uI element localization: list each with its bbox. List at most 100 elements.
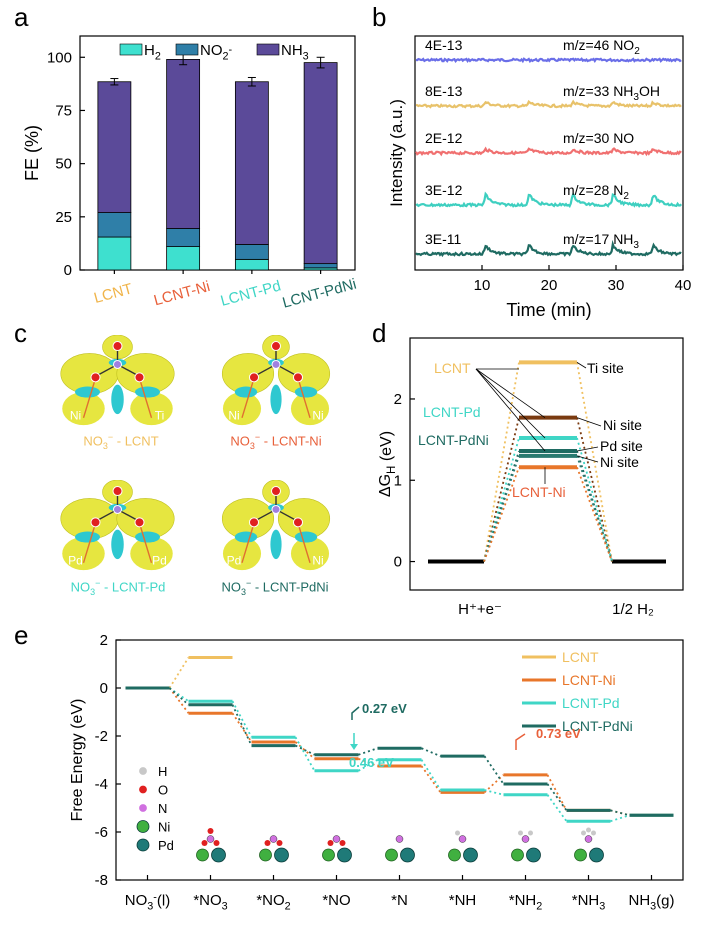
connector bbox=[483, 450, 520, 562]
panel-d-frame bbox=[409, 337, 684, 591]
panel-e-xtick-label: NH3(g) bbox=[628, 892, 674, 913]
oxygen-atom bbox=[293, 372, 303, 383]
legend-swatch-h2 bbox=[119, 43, 143, 56]
connector bbox=[231, 700, 253, 738]
legend-label-lcnt-pd: LCNT-Pd bbox=[562, 695, 620, 711]
panel-d-label-lcnt-ni: LCNT-Ni bbox=[512, 484, 566, 500]
legend-label-lcnt-pdni: LCNT-PdNi bbox=[562, 718, 633, 734]
density-lobe bbox=[62, 537, 105, 571]
panel-e-ytick-label: 0 bbox=[100, 680, 108, 697]
connector bbox=[483, 466, 520, 562]
annotation-0-73-ev: 0.73 eV bbox=[536, 726, 581, 741]
o-atom bbox=[207, 828, 214, 834]
legend-label-lcnt: LCNT bbox=[562, 649, 599, 665]
connector bbox=[546, 783, 568, 811]
atom-legend-n bbox=[139, 804, 147, 812]
legend-label-nh3: NH3 bbox=[281, 42, 309, 63]
ni-atom bbox=[322, 848, 335, 862]
ni-atom bbox=[448, 848, 461, 862]
depletion-lobe bbox=[111, 384, 124, 415]
trace-mz-label: m/z=46 NO2 bbox=[563, 37, 640, 57]
panel-letter-e: e bbox=[14, 620, 29, 650]
panel-d-label-lcnt-pd: LCNT-Pd bbox=[423, 404, 481, 420]
site-label: Pd bbox=[227, 554, 242, 568]
connector bbox=[546, 774, 568, 811]
trace-mz-label: m/z=33 NH3OH bbox=[563, 83, 660, 103]
connector bbox=[484, 789, 504, 796]
h-atom bbox=[528, 830, 533, 836]
connector bbox=[420, 765, 442, 793]
panel-b-xlabel: Time (min) bbox=[506, 300, 591, 320]
connector bbox=[168, 657, 190, 689]
trace-mz-label: m/z=28 N2 bbox=[563, 182, 629, 202]
site-label: Pd bbox=[152, 554, 167, 568]
panel-letter-b: b bbox=[372, 2, 387, 32]
bond bbox=[241, 378, 255, 419]
connector bbox=[576, 455, 613, 562]
panel-a-xtick-label: LCNT-Pd bbox=[219, 277, 283, 309]
bar-h2-lcnt bbox=[97, 236, 132, 271]
nitrogen-atom bbox=[113, 359, 122, 369]
panel-e-xtick-label: *NH2 bbox=[509, 892, 543, 913]
panel-e-ytick-label: -2 bbox=[95, 728, 108, 745]
bond bbox=[297, 523, 311, 564]
h-atom bbox=[591, 830, 596, 836]
caption-lcnt-pdni: NO3− - LCNT-PdNi bbox=[221, 578, 329, 597]
connector bbox=[168, 687, 190, 706]
bar-nh3-lcnt-pdni bbox=[303, 62, 338, 265]
pd-atom bbox=[589, 847, 604, 863]
site-label: Ni bbox=[312, 409, 323, 423]
connector bbox=[610, 814, 630, 823]
panel-b-xtick-label: 40 bbox=[675, 277, 692, 294]
bond bbox=[82, 523, 97, 564]
n-atom bbox=[584, 835, 593, 843]
panel-e-xtick-label: *NH bbox=[449, 892, 477, 909]
o-atom bbox=[213, 840, 220, 846]
bar-no2-lcnt bbox=[97, 212, 132, 238]
connector bbox=[576, 362, 613, 562]
site-label: Pd bbox=[68, 554, 83, 568]
panel-d-label-ni-site-2: Ni site bbox=[600, 454, 639, 470]
connector bbox=[576, 437, 613, 562]
depletion-lobe bbox=[270, 529, 282, 560]
connector bbox=[358, 757, 378, 767]
panel-d-ytick-label: 2 bbox=[394, 391, 402, 408]
connector bbox=[358, 758, 378, 772]
pd-atom bbox=[337, 847, 352, 863]
leader-line bbox=[475, 368, 546, 439]
n-atom bbox=[521, 835, 530, 843]
pd-atom bbox=[274, 847, 289, 863]
density-lobe bbox=[222, 537, 262, 571]
depletion-lobe bbox=[234, 386, 258, 398]
panel-d-label-lcnt: LCNT bbox=[434, 360, 471, 376]
density-lobe bbox=[130, 537, 173, 571]
bar-no2-lcnt-ni bbox=[166, 228, 201, 248]
leader-line bbox=[475, 368, 546, 452]
site-label: Ni bbox=[70, 409, 81, 423]
panel-b-xtick-label: 10 bbox=[474, 277, 491, 294]
n-atom bbox=[458, 835, 467, 843]
pd-atom bbox=[211, 847, 226, 863]
panel-e-xtick-label: *NO bbox=[322, 892, 350, 909]
pd-atom bbox=[463, 847, 478, 863]
connector bbox=[421, 747, 441, 757]
bar-no2-lcnt-pd bbox=[234, 244, 269, 260]
connector bbox=[576, 466, 613, 562]
density-lobe bbox=[62, 392, 105, 426]
oxygen-atom bbox=[293, 517, 303, 528]
atom-legend-label-o: O bbox=[158, 783, 168, 798]
leader-line bbox=[576, 455, 599, 463]
n-atom bbox=[395, 835, 404, 843]
legend-label-h2: H2 bbox=[144, 42, 161, 63]
h-atom bbox=[586, 827, 591, 833]
o-atom bbox=[201, 840, 208, 846]
density-lobe bbox=[290, 392, 330, 426]
connector bbox=[546, 794, 568, 822]
trace-mz-label: m/z=17 NH3 bbox=[563, 231, 639, 251]
panel-d-ytick-label: 0 bbox=[394, 554, 402, 571]
ni-atom bbox=[574, 848, 587, 862]
caption-lcnt-ni: NO3− - LCNT-Ni bbox=[230, 432, 322, 451]
oxygen-atom bbox=[134, 372, 145, 383]
arrow-0-73-ev bbox=[515, 733, 526, 750]
leader-line bbox=[576, 446, 599, 452]
